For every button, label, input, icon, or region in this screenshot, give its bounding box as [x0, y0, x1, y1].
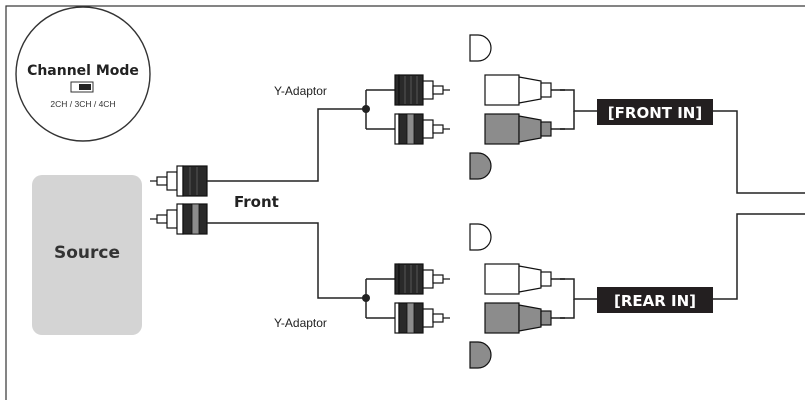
cables	[207, 89, 805, 319]
channel-mode-title: Channel Mode	[27, 63, 139, 79]
junction-dot-lower	[362, 294, 370, 302]
source-label: Source	[54, 243, 120, 263]
dust-cap-gray-2	[469, 341, 492, 369]
channel-mode-badge: Channel Mode 2CH / 3CH / 4CH	[15, 6, 151, 142]
channel-mode-switch	[70, 81, 94, 93]
front-cable-label: Front	[234, 193, 279, 211]
source-device: Source	[32, 175, 142, 335]
dust-cap-white-1	[469, 34, 492, 62]
channel-mode-options: 2CH / 3CH / 4CH	[50, 99, 115, 109]
y-adaptor-label-upper: Y-Adaptor	[274, 84, 327, 98]
y-adaptor-label-lower: Y-Adaptor	[274, 316, 327, 330]
dust-cap-gray-1	[469, 152, 492, 180]
dust-cap-white-2	[469, 223, 492, 251]
front-in-text: [FRONT IN]	[608, 104, 702, 122]
front-in-label: [FRONT IN]	[597, 99, 713, 125]
rear-in-text: [REAR IN]	[614, 292, 696, 310]
junction-dot-upper	[362, 105, 370, 113]
rear-in-label: [REAR IN]	[597, 287, 713, 313]
